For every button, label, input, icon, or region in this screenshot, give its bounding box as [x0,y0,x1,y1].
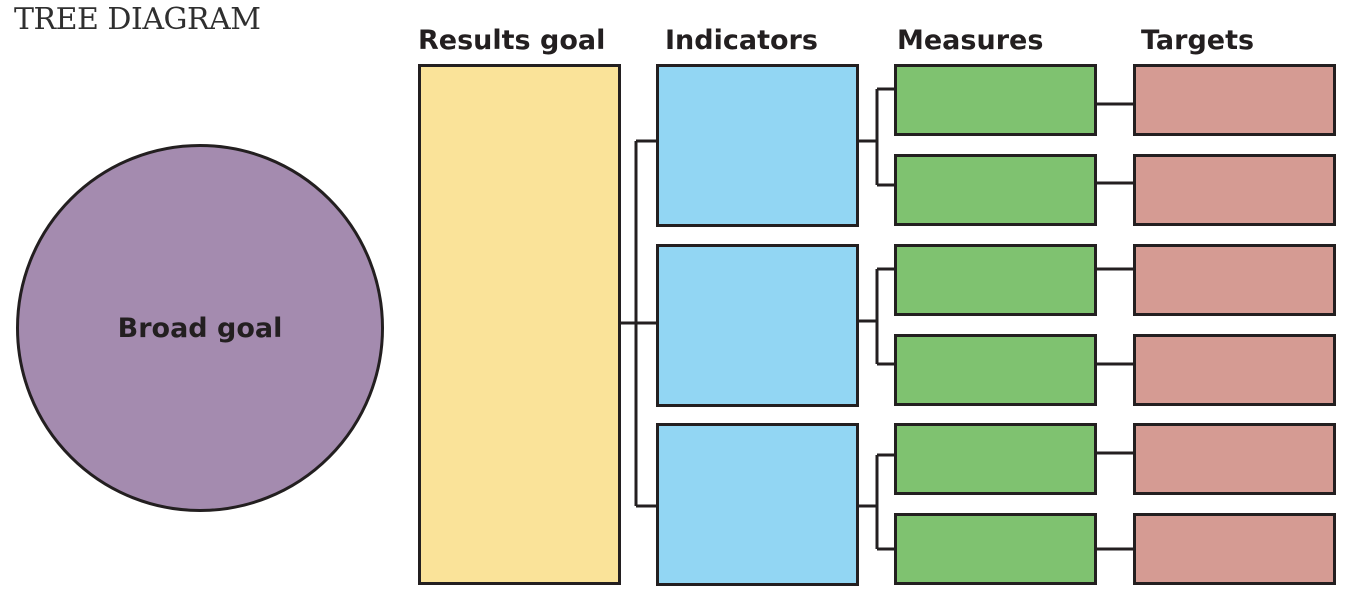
measure-box-4 [894,334,1097,406]
broad-goal-circle: Broad goal [16,144,384,512]
results-goal-header: Results goal [418,25,606,56]
measure-box-3 [894,244,1097,316]
results-goal-box [418,64,621,585]
target-box-3 [1133,244,1336,316]
targets-header: Targets [1141,25,1255,56]
indicator-box-2 [656,244,859,407]
indicator-box-1 [656,64,859,227]
target-box-6 [1133,513,1336,585]
measure-box-2 [894,154,1097,226]
target-box-5 [1133,423,1336,495]
target-box-4 [1133,334,1336,406]
target-box-1 [1133,64,1336,136]
indicators-header: Indicators [665,25,818,56]
measure-box-6 [894,513,1097,585]
diagram-title: TREE DIAGRAM [14,2,261,37]
broad-goal-label: Broad goal [117,313,283,344]
measure-box-5 [894,423,1097,495]
measure-box-1 [894,64,1097,136]
measures-header: Measures [897,25,1044,56]
target-box-2 [1133,154,1336,226]
indicator-box-3 [656,423,859,586]
